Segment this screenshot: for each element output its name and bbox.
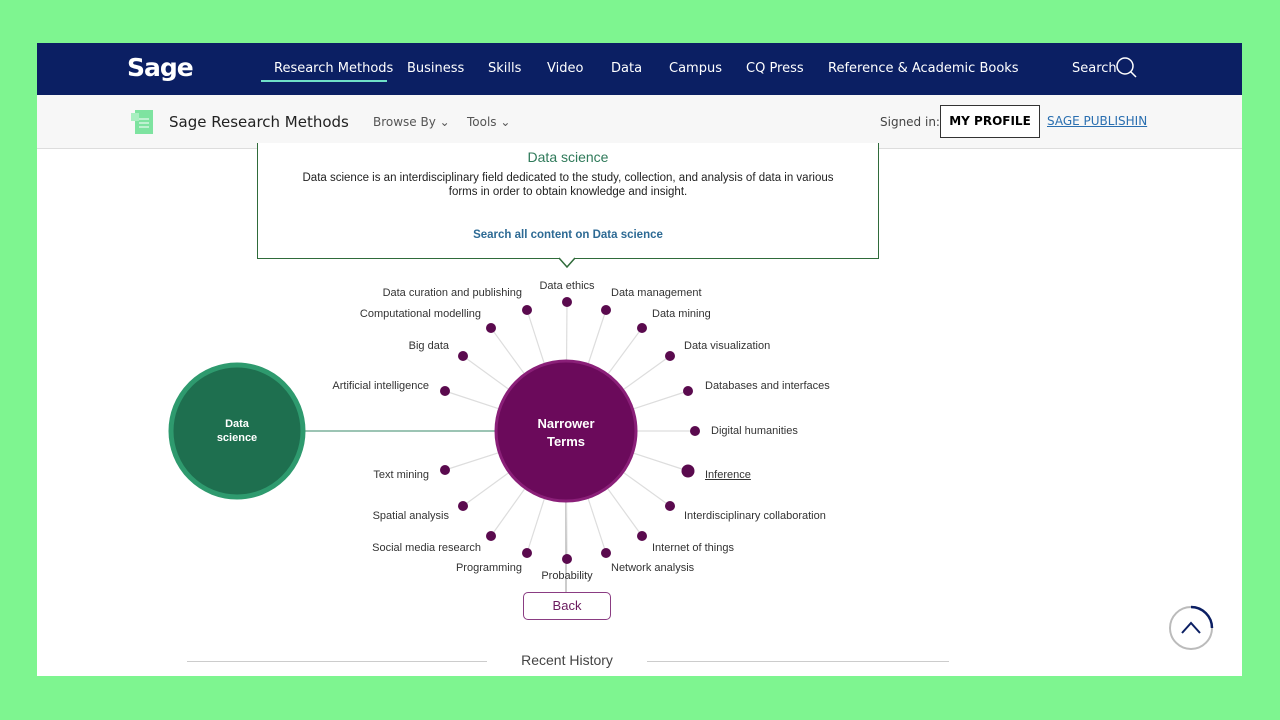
term-dot[interactable] xyxy=(562,554,572,564)
divider xyxy=(187,661,487,662)
term-dot[interactable] xyxy=(690,426,700,436)
term-dot[interactable] xyxy=(601,548,611,558)
nav-item[interactable]: Data xyxy=(611,61,643,76)
term-dot[interactable] xyxy=(486,323,496,333)
term-dot[interactable] xyxy=(665,501,675,511)
browse-by-menu[interactable]: Browse By ⌄ xyxy=(373,115,450,129)
callout-title: Data science xyxy=(527,149,609,165)
active-tab-indicator xyxy=(261,80,387,82)
term-dot[interactable] xyxy=(440,465,450,475)
nav-item[interactable]: Business xyxy=(407,61,465,76)
term-link[interactable]: Big data xyxy=(408,340,449,352)
term-link[interactable]: Spatial analysis xyxy=(372,510,449,522)
signed-in-label: Signed in: xyxy=(880,115,940,129)
term-link[interactable]: Databases and interfaces xyxy=(705,380,830,392)
nav-item[interactable]: Reference & Academic Books xyxy=(828,61,1019,76)
term-dot[interactable] xyxy=(683,386,693,396)
search-label: Search xyxy=(1072,61,1117,76)
term-dot[interactable] xyxy=(637,323,647,333)
search-all-link[interactable]: Search all content on Data science xyxy=(473,229,663,241)
sage-logo[interactable]: Sage xyxy=(127,53,194,82)
nav-item[interactable]: Campus xyxy=(669,61,722,76)
narrower-terms-label: Narrower Terms xyxy=(537,416,595,449)
broader-term-node[interactable] xyxy=(168,362,306,500)
term-link[interactable]: Programming xyxy=(455,562,522,574)
term-link[interactable]: Probability xyxy=(541,570,593,582)
term-dot[interactable] xyxy=(458,351,468,361)
chevron-up-icon xyxy=(1181,621,1201,634)
product-title[interactable]: Sage Research Methods xyxy=(169,113,349,131)
term-link[interactable]: Data visualization xyxy=(684,340,771,352)
term-link[interactable]: Digital humanities xyxy=(711,425,798,437)
sage-publishing-link[interactable]: SAGE PUBLISHIN xyxy=(1047,114,1148,128)
term-link[interactable]: Artificial intelligence xyxy=(332,380,429,392)
term-dot[interactable] xyxy=(601,305,611,315)
narrower-terms-node xyxy=(494,359,638,503)
term-dot[interactable] xyxy=(458,501,468,511)
chevron-down-icon: ⌄ xyxy=(500,115,511,129)
term-dot[interactable] xyxy=(522,548,532,558)
nav-item[interactable]: Skills xyxy=(488,61,522,76)
term-link[interactable]: Inference xyxy=(705,469,751,481)
nav-item[interactable]: CQ Press xyxy=(746,61,804,76)
term-dot[interactable] xyxy=(681,464,695,478)
term-dot[interactable] xyxy=(486,531,496,541)
term-dot[interactable] xyxy=(665,351,675,361)
divider xyxy=(647,661,949,662)
term-link[interactable]: Data ethics xyxy=(539,280,595,292)
term-dot[interactable] xyxy=(562,297,572,307)
tools-menu[interactable]: Tools ⌄ xyxy=(467,115,510,129)
browse-label: Browse By xyxy=(373,115,436,129)
browser-page: Sage Research Methods Business Skills Video… xyxy=(37,43,1242,676)
back-button[interactable]: Back xyxy=(523,592,611,620)
term-link[interactable]: Social media research xyxy=(372,542,481,554)
callout-description: Data science is an interdisciplinary fie… xyxy=(302,172,834,198)
scroll-to-top-button[interactable] xyxy=(1168,605,1214,651)
term-link[interactable]: Data management xyxy=(611,287,702,299)
top-nav: Sage Research Methods Business Skills Video… xyxy=(37,43,1242,95)
broader-term-label[interactable]: Data science xyxy=(216,418,258,444)
recent-history-heading: Recent History xyxy=(521,652,613,668)
term-link[interactable]: Data curation and publishing xyxy=(382,287,522,299)
search-icon xyxy=(1116,57,1137,78)
term-link[interactable]: Interdisciplinary collaboration xyxy=(684,510,826,522)
term-dot[interactable] xyxy=(637,531,647,541)
concept-diagram xyxy=(168,297,700,592)
term-dot[interactable] xyxy=(440,386,450,396)
term-dot[interactable] xyxy=(522,305,532,315)
search-button[interactable]: Search xyxy=(1072,57,1137,78)
document-icon xyxy=(131,110,153,134)
tools-label: Tools xyxy=(467,115,497,129)
term-link[interactable]: Network analysis xyxy=(611,562,695,574)
sub-header: Sage Research Methods Browse By ⌄ Tools … xyxy=(37,95,1242,149)
callout-pointer xyxy=(558,257,576,269)
term-link[interactable]: Data mining xyxy=(652,308,711,320)
nav-item[interactable]: Video xyxy=(547,61,584,76)
term-link[interactable]: Text mining xyxy=(373,469,429,481)
term-link[interactable]: Computational modelling xyxy=(359,308,481,320)
term-link[interactable]: Internet of things xyxy=(652,542,734,554)
nav-item[interactable]: Research Methods xyxy=(274,61,394,76)
chevron-down-icon: ⌄ xyxy=(439,115,450,129)
my-profile-button[interactable]: MY PROFILE xyxy=(940,105,1040,138)
